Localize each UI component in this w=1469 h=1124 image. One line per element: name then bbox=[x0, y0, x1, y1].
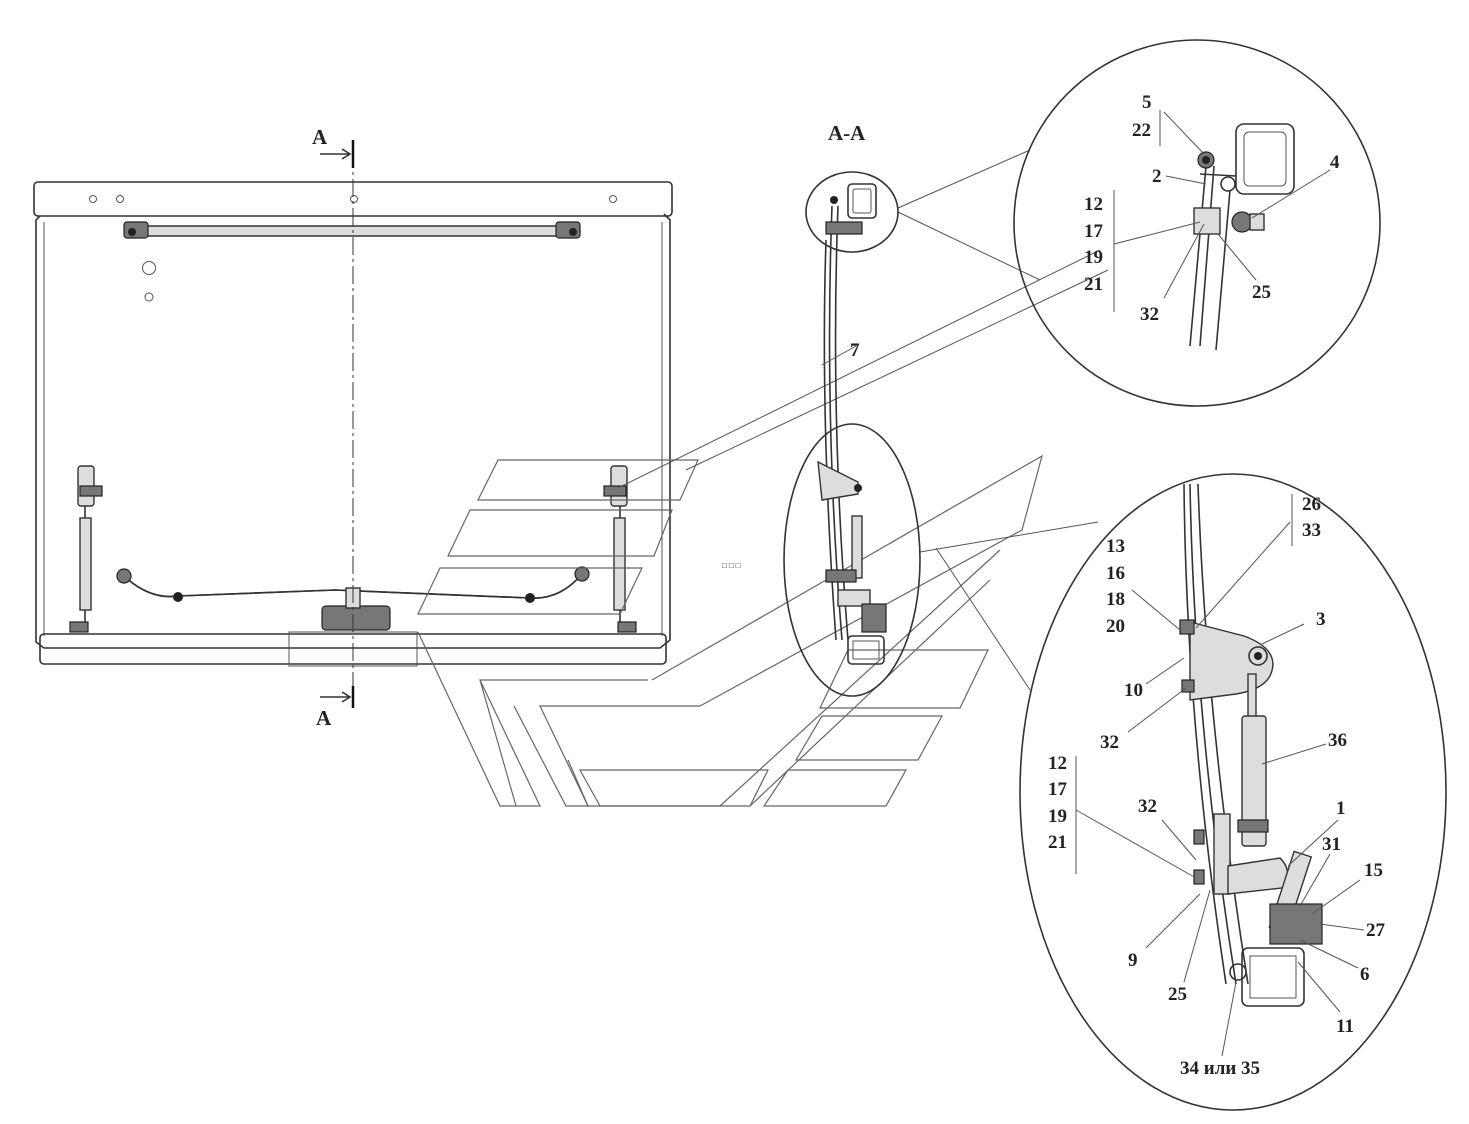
detail-zone-bottom bbox=[783, 423, 921, 697]
lock-body bbox=[321, 605, 391, 631]
gas-strut-rod bbox=[1247, 673, 1257, 719]
callout: 19 bbox=[1084, 247, 1103, 268]
callout: 21 bbox=[1048, 832, 1067, 853]
callout: 25 bbox=[1168, 984, 1187, 1005]
section-view-title: A-A bbox=[828, 121, 866, 145]
callout: 19 bbox=[1048, 806, 1067, 827]
callout: 2 bbox=[1152, 166, 1162, 187]
callout: 25 bbox=[1252, 282, 1271, 303]
hole bbox=[89, 195, 97, 203]
callout: 36 bbox=[1328, 730, 1347, 751]
gas-strut-right-body bbox=[613, 517, 626, 611]
gas-strut-section bbox=[851, 515, 863, 579]
callout: 15 bbox=[1364, 860, 1383, 881]
callout: 12 bbox=[1048, 753, 1067, 774]
callout: 12 bbox=[1084, 194, 1103, 215]
callout: 9 bbox=[1128, 950, 1138, 971]
callout: 27 bbox=[1366, 920, 1386, 941]
lid-profile-detail bbox=[1183, 483, 1249, 985]
callout: 6 bbox=[1360, 964, 1370, 985]
callout-7: 7 bbox=[850, 340, 860, 361]
hole bbox=[142, 261, 156, 275]
hole bbox=[116, 195, 124, 203]
callout: 32 bbox=[1140, 304, 1159, 325]
section-mark-bottom: A bbox=[316, 706, 332, 730]
callout: 4 bbox=[1330, 152, 1340, 173]
callout: 33 bbox=[1302, 520, 1321, 541]
hinge-plate bbox=[1189, 621, 1274, 701]
callout: 31 bbox=[1322, 834, 1341, 855]
callout: 5 bbox=[1142, 92, 1152, 113]
hole bbox=[609, 195, 617, 203]
front-view: A A bbox=[33, 125, 673, 730]
svg-text:□ □ □: □ □ □ bbox=[722, 561, 741, 570]
callout: 3 bbox=[1316, 609, 1326, 630]
hinge-bracket-left bbox=[123, 221, 149, 239]
callout: 32 bbox=[1100, 732, 1119, 753]
section-mark-top: A bbox=[312, 125, 328, 149]
callout: 16 bbox=[1106, 563, 1125, 584]
frame-outline bbox=[35, 213, 671, 649]
hinge-bar bbox=[127, 225, 581, 237]
callout: 17 bbox=[1048, 779, 1068, 800]
detail-top: 5 22 2 4 12 17 19 21 32 25 bbox=[1013, 39, 1381, 407]
callout: 10 bbox=[1124, 680, 1143, 701]
callout: 18 bbox=[1106, 589, 1125, 610]
callout: 20 bbox=[1106, 616, 1125, 637]
gas-strut-left-body bbox=[79, 517, 92, 611]
callout: 22 bbox=[1132, 120, 1151, 141]
callout: 13 bbox=[1106, 536, 1125, 557]
callout: 34 или 35 bbox=[1180, 1058, 1260, 1079]
gas-strut-body bbox=[1241, 715, 1267, 847]
bottom-rail bbox=[39, 633, 667, 665]
frame-inner bbox=[43, 222, 663, 636]
callout: 11 bbox=[1336, 1016, 1354, 1037]
detail-zone-top bbox=[805, 171, 899, 253]
detail-bottom: 26 33 13 16 18 20 3 10 32 36 12 17 19 21… bbox=[1019, 473, 1447, 1111]
leader-lines bbox=[617, 149, 1109, 691]
section-view: A-A 7 bbox=[783, 121, 921, 697]
ghost-panels: □ □ □ bbox=[417, 454, 1043, 807]
hole bbox=[350, 195, 358, 203]
callout: 21 bbox=[1084, 274, 1103, 295]
callout: 32 bbox=[1138, 796, 1157, 817]
callout: 26 bbox=[1302, 494, 1321, 515]
hole bbox=[144, 292, 154, 302]
callout: 1 bbox=[1336, 798, 1346, 819]
callout: 17 bbox=[1084, 221, 1104, 242]
